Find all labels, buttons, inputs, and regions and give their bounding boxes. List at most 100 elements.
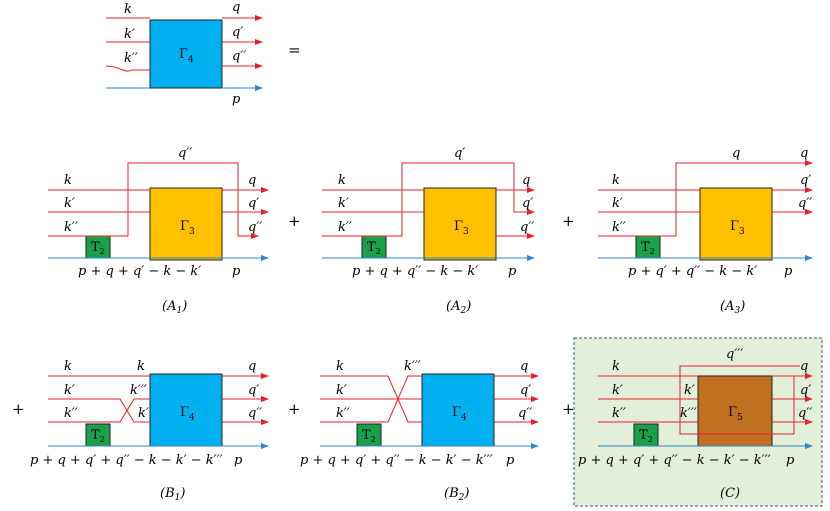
label-q2: q′′ — [520, 220, 534, 235]
caption-a3-sub: 3 — [734, 306, 740, 316]
label-k: k — [336, 359, 344, 374]
caption-a3: (A — [720, 299, 734, 314]
label-q: q — [800, 146, 808, 161]
label-sum: p + q + q′ + q′′ − k − k′ − k′′′ — [30, 453, 223, 468]
label-q1: q′ — [520, 383, 531, 398]
svg-text:(A3): (A3) — [720, 299, 745, 316]
label-sum: p + q′ + q′′ − k − k′ — [628, 264, 757, 279]
diagram-a1: Γ3 T2 k k′ k′′ q′′ q q′ q′′ p + q + q′ −… — [48, 146, 269, 316]
label-k2: k′′ — [64, 406, 78, 421]
label-sum: p + q + q′ + q′′ − k − k′ − k′′′ — [578, 453, 771, 468]
caption-a1: (A — [162, 299, 176, 314]
t2-label: T — [91, 428, 100, 443]
diagram-b1: Γ4 T2 k k′ k′′ k k′′′ k′ q q′ q′′ p + q … — [30, 359, 269, 503]
label-k: k — [64, 359, 72, 374]
label-k2: k′′ — [612, 406, 626, 421]
svg-text:T2: T2 — [91, 240, 105, 256]
label-q2: q′′ — [798, 406, 812, 421]
label-sum: p + q + q′′ − k − k′ — [352, 264, 478, 279]
label-q2: q′′ — [248, 406, 262, 421]
label-k: k — [64, 173, 72, 188]
caption-b2: (B — [444, 486, 459, 501]
label-p: p — [234, 453, 243, 468]
plus-sign: + — [288, 212, 301, 230]
t2-label: T — [367, 240, 376, 255]
caption-a2: (A — [446, 299, 460, 314]
label-p: p — [784, 264, 793, 279]
gamma5-label: Γ — [728, 405, 737, 420]
line-k2-cross — [320, 375, 422, 423]
label-k3-inner: k′′′ — [680, 406, 697, 421]
svg-text:T2: T2 — [641, 240, 655, 256]
gamma3-label: Γ — [730, 219, 739, 234]
gamma4-box — [421, 373, 495, 447]
label-k1: k′ — [612, 383, 623, 398]
t2-sub: 2 — [100, 435, 105, 444]
label-q1: q′ — [800, 173, 811, 188]
label-q2: q′′ — [232, 49, 246, 64]
label-q: q — [800, 359, 808, 374]
label-q: q — [248, 173, 256, 188]
gamma4-label: Γ — [180, 405, 189, 420]
label-q2: q′′ — [798, 196, 812, 211]
diagram-c: Γ5 T2 k k′ k′′ k′ k′′′ q′′′ q q′ q′′ p +… — [573, 337, 823, 507]
label-k1: k′ — [64, 383, 75, 398]
t2-label: T — [362, 428, 371, 443]
label-k: k — [124, 2, 132, 17]
gamma3-box — [423, 187, 497, 261]
caption-b2-sub: 2 — [458, 493, 465, 503]
plus-sign: + — [562, 212, 575, 230]
svg-text:(A2): (A2) — [446, 299, 471, 316]
diagram-b2: Γ4 T2 k k′ k′′ k′′′ q q′ q′′ p + q + q′ … — [300, 359, 539, 503]
line-k2-loop — [48, 162, 259, 239]
line-k2-loop — [322, 162, 535, 237]
diagram-gamma4-definition: Γ4 k k′ k′′ q q′ q′′ p = — [105, 0, 301, 107]
plus-sign: + — [12, 400, 25, 418]
gamma4-sub: 4 — [461, 413, 467, 423]
svg-text:T2: T2 — [639, 428, 653, 444]
gamma4-label: Γ — [452, 405, 461, 420]
label-k1: k′ — [612, 196, 623, 211]
label-sum: p + q + q′ + q′′ − k − k′ − k′′′ — [300, 453, 493, 468]
svg-text:T2: T2 — [91, 428, 105, 444]
svg-text:Γ3: Γ3 — [730, 219, 745, 237]
line-k2-cross — [48, 398, 150, 423]
t2-label: T — [639, 428, 648, 443]
caption-b1-sub: 1 — [175, 493, 181, 503]
gamma4-box — [149, 19, 223, 89]
label-k1-inner: k′ — [684, 383, 695, 398]
gamma4-sub: 4 — [188, 55, 194, 65]
label-q1-top: q′ — [454, 146, 465, 161]
equals-sign: = — [288, 41, 301, 59]
t2-sub: 2 — [100, 247, 105, 256]
gamma3-sub: 3 — [739, 227, 745, 237]
svg-text:Γ4: Γ4 — [452, 405, 467, 423]
gamma3-label: Γ — [454, 219, 463, 234]
label-q2: q′′ — [248, 220, 262, 235]
diagram-a3: Γ3 T2 k k′ k′′ q q q′ q′′ p + q′ + q′′ −… — [598, 146, 813, 316]
t2-sub: 2 — [376, 247, 381, 256]
label-k1: k′ — [336, 383, 347, 398]
svg-text:(A1): (A1) — [162, 299, 187, 316]
svg-text:T2: T2 — [362, 428, 376, 444]
plus-sign: + — [562, 400, 575, 418]
label-q1: q′ — [232, 25, 243, 40]
label-k3-inner: k′′′ — [130, 383, 147, 398]
label-p: p — [232, 92, 241, 107]
label-q: q — [248, 359, 256, 374]
label-sum: p + q + q′ − k − k′ — [78, 264, 201, 279]
label-k2: k′′ — [612, 220, 626, 235]
svg-text:Γ5: Γ5 — [728, 405, 743, 423]
label-p: p — [232, 264, 241, 279]
gamma4-box — [149, 373, 223, 447]
label-k: k — [612, 173, 620, 188]
label-k2: k′′ — [338, 220, 352, 235]
label-k-inner: k — [137, 359, 145, 374]
label-q: q — [522, 173, 530, 188]
label-k1-inner: k′ — [138, 406, 149, 421]
svg-text:Γ4: Γ4 — [179, 47, 194, 65]
label-q2-top: q′′ — [178, 146, 192, 161]
label-q1: q′ — [248, 383, 259, 398]
label-k1: k′ — [64, 196, 75, 211]
